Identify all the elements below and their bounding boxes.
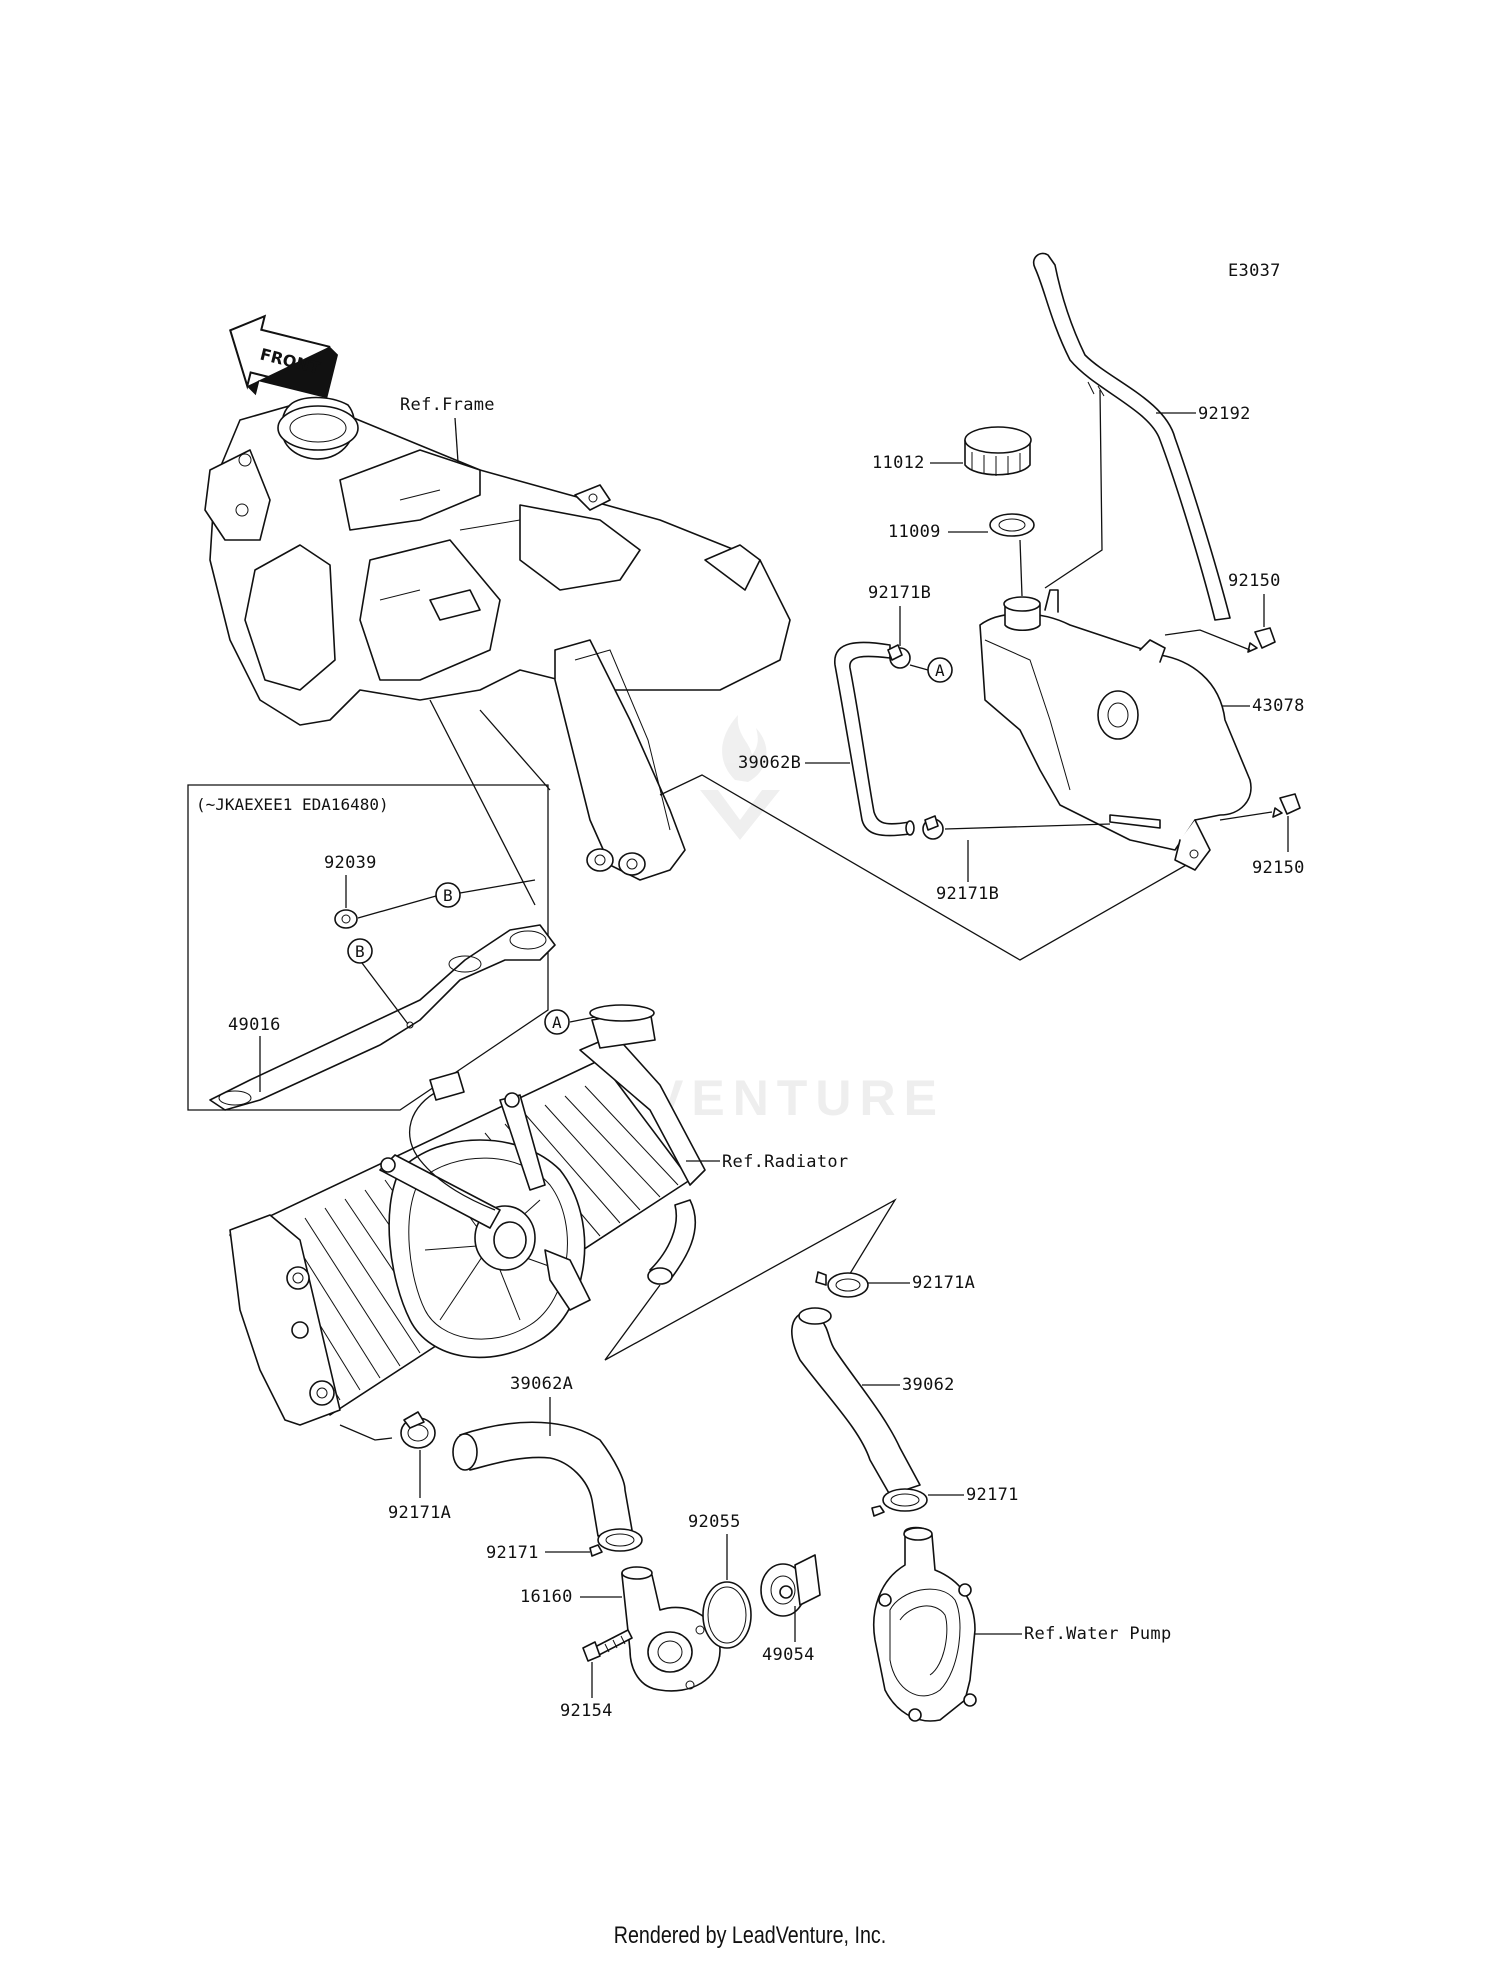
label-49054: 49054 xyxy=(762,1645,815,1665)
label-92171A-right: 92171A xyxy=(912,1273,975,1293)
nut-92039 xyxy=(334,909,358,929)
callout-a-upper: A xyxy=(927,657,953,683)
label-39062: 39062 xyxy=(902,1375,955,1395)
label-92171B-lower: 92171B xyxy=(936,884,999,904)
clamp-92171B-upper xyxy=(887,644,911,669)
svg-text:A: A xyxy=(935,661,945,680)
label-11009: 11009 xyxy=(888,522,941,542)
cap-11012 xyxy=(964,426,1032,476)
housing-16160 xyxy=(621,1566,721,1692)
label-92192: 92192 xyxy=(1198,404,1251,424)
clamp-92171B-lower xyxy=(922,815,944,840)
clip-92150-lower xyxy=(1272,793,1301,818)
watermark-logo: VENTURE xyxy=(650,715,945,1126)
hose-39062 xyxy=(791,1307,921,1496)
label-16160: 16160 xyxy=(520,1587,573,1607)
reservoir-tank-43078 xyxy=(979,589,1252,871)
hose-39062A xyxy=(452,1421,633,1537)
bolt-92154 xyxy=(582,1629,633,1662)
frame-illustration xyxy=(204,396,791,881)
label-39062A: 39062A xyxy=(510,1374,573,1394)
ref-radiator-label: Ref.Radiator xyxy=(722,1152,848,1172)
label-92150-upper: 92150 xyxy=(1228,571,1281,591)
clamp-92171A-right xyxy=(815,1271,869,1298)
watermark-text: VENTURE xyxy=(650,1070,945,1126)
clip-92150-upper xyxy=(1247,627,1276,653)
svg-text:B: B xyxy=(443,886,453,905)
label-92171B-upper: 92171B xyxy=(868,583,931,603)
thermostat-49054 xyxy=(760,1554,821,1617)
variant-box xyxy=(187,784,549,1111)
gasket-11009 xyxy=(989,513,1035,537)
label-43078: 43078 xyxy=(1252,696,1305,716)
label-39062B: 39062B xyxy=(738,753,801,773)
hose-92192 xyxy=(1032,252,1231,621)
ref-frame-label: Ref.Frame xyxy=(400,395,495,415)
label-92154: 92154 xyxy=(560,1701,613,1721)
hose-39062B xyxy=(834,641,915,837)
diagram-code: E3037 xyxy=(1228,261,1281,281)
label-92055: 92055 xyxy=(688,1512,741,1532)
label-92150-lower: 92150 xyxy=(1252,858,1305,878)
o-ring-92055 xyxy=(702,1581,752,1649)
radiator-assembly xyxy=(229,1004,706,1426)
footer-credit: Rendered by LeadVenture, Inc. xyxy=(613,1922,887,1949)
water-pump-illustration xyxy=(873,1526,977,1722)
callout-b-upper: B xyxy=(435,882,461,908)
label-92171-left: 92171 xyxy=(486,1543,539,1563)
bracket-49016 xyxy=(209,924,556,1111)
clamp-92171-left xyxy=(589,1528,643,1557)
label-11012: 11012 xyxy=(872,453,925,473)
ref-water-pump-label: Ref.Water Pump xyxy=(1024,1624,1172,1644)
label-49016: 49016 xyxy=(228,1015,281,1035)
clamp-92171A-left xyxy=(400,1411,436,1449)
svg-text:A: A xyxy=(552,1013,562,1032)
callout-a-lower: A xyxy=(544,1009,570,1035)
front-arrow-icon: FRONT xyxy=(229,314,339,399)
label-92039: 92039 xyxy=(324,853,377,873)
label-92171A-left: 92171A xyxy=(388,1503,451,1523)
clamp-92171-right xyxy=(871,1488,928,1517)
variant-note: (~JKAEXEE1 EDA16480) xyxy=(196,795,389,814)
label-92171-right: 92171 xyxy=(966,1485,1019,1505)
callout-b-lower: B xyxy=(347,938,373,964)
svg-text:B: B xyxy=(355,942,365,961)
